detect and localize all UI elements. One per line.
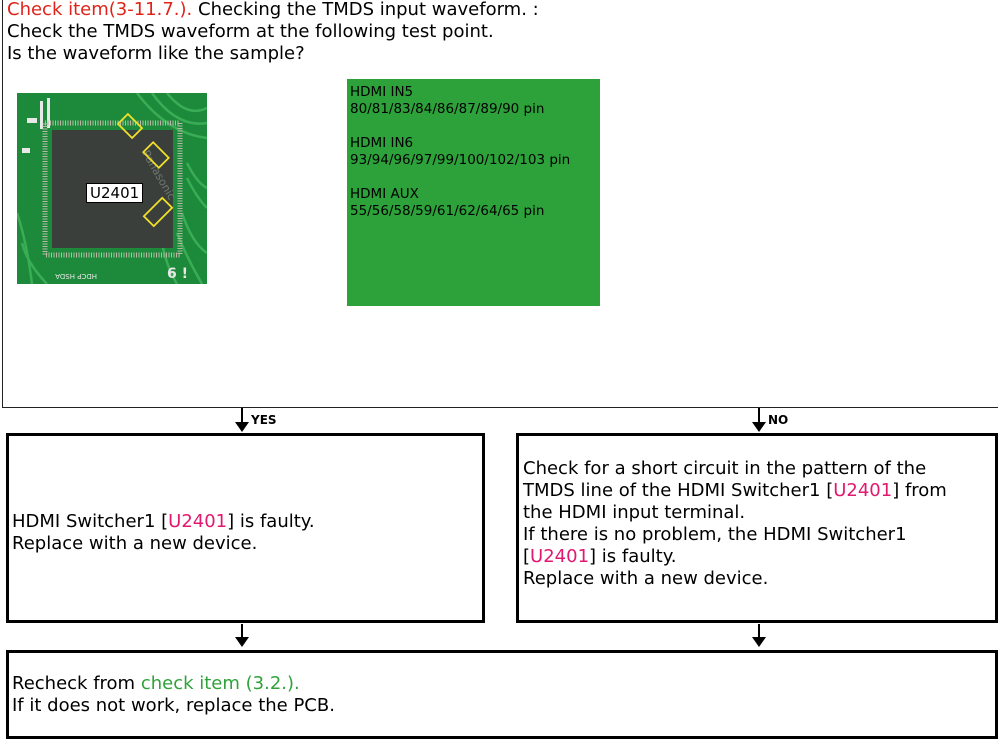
test-point-hdmi-aux: HDMI AUX 55/56/58/59/61/62/64/65 pin bbox=[350, 186, 597, 220]
final-step-box: Recheck from check item (3.2.). If it do… bbox=[6, 650, 998, 739]
component-ref-u2401[interactable]: U2401 bbox=[833, 480, 892, 501]
no-arrow-head-icon bbox=[752, 422, 766, 432]
test-point-pins: 80/81/83/84/86/87/89/90 pin bbox=[350, 101, 597, 118]
yes-label: YES bbox=[251, 413, 277, 427]
test-point-pins: 55/56/58/59/61/62/64/65 pin bbox=[350, 203, 597, 220]
pcb-photo: Panasonic HDCP HSDA 6 ! U2401 bbox=[17, 93, 207, 284]
check-item-link[interactable]: check item (3.2.). bbox=[141, 673, 300, 694]
yes-down-arrow-head-icon bbox=[235, 637, 249, 647]
header-line-1: Check item(3-11.7.). Checking the TMDS i… bbox=[7, 0, 539, 21]
test-point-title: HDMI AUX bbox=[350, 186, 597, 203]
silk-label: HDCP HSDA bbox=[55, 272, 97, 280]
component-ref-u2401[interactable]: U2401 bbox=[530, 546, 589, 567]
yes-line-2: Replace with a new device. bbox=[12, 533, 482, 555]
yes-result-box: HDMI Switcher1 [U2401] is faulty. Replac… bbox=[6, 433, 485, 623]
header-line-3: Is the waveform like the sample? bbox=[7, 43, 305, 65]
header-line-2: Check the TMDS waveform at the following… bbox=[7, 21, 494, 43]
no-line-2: TMDS line of the HDMI Switcher1 [U2401] … bbox=[523, 480, 995, 502]
final-line-2: If it does not work, replace the PCB. bbox=[12, 695, 995, 717]
check-item-ref[interactable]: Check item(3-11.7.). bbox=[7, 0, 192, 20]
no-line-1: Check for a short circuit in the pattern… bbox=[523, 458, 995, 480]
final-line-1: Recheck from check item (3.2.). bbox=[12, 673, 995, 695]
no-down-arrow-head-icon bbox=[752, 637, 766, 647]
no-line-4: If there is no problem, the HDMI Switche… bbox=[523, 524, 995, 546]
test-point-title: HDMI IN6 bbox=[350, 135, 597, 152]
test-point-hdmi-in6: HDMI IN6 93/94/96/97/99/100/102/103 pin bbox=[350, 135, 597, 169]
no-line-5: [U2401] is faulty. bbox=[523, 546, 995, 568]
test-point-hdmi-in5: HDMI IN5 80/81/83/84/86/87/89/90 pin bbox=[350, 84, 597, 118]
test-point-title: HDMI IN5 bbox=[350, 84, 597, 101]
svg-text:6 !: 6 ! bbox=[167, 266, 188, 282]
component-ref-u2401[interactable]: U2401 bbox=[168, 511, 227, 532]
no-label: NO bbox=[768, 413, 788, 427]
test-point-pins: 93/94/96/97/99/100/102/103 pin bbox=[350, 152, 597, 169]
check-title: Checking the TMDS input waveform. : bbox=[192, 0, 538, 20]
component-label-u2401: U2401 bbox=[86, 183, 143, 203]
no-line-3: the HDMI input terminal. bbox=[523, 502, 995, 524]
no-line-6: Replace with a new device. bbox=[523, 568, 995, 590]
yes-line-1: HDMI Switcher1 [U2401] is faulty. bbox=[12, 511, 482, 533]
test-point-panel: HDMI IN5 80/81/83/84/86/87/89/90 pin HDM… bbox=[347, 79, 600, 306]
no-result-box: Check for a short circuit in the pattern… bbox=[516, 433, 998, 623]
yes-arrow-head-icon bbox=[235, 422, 249, 432]
